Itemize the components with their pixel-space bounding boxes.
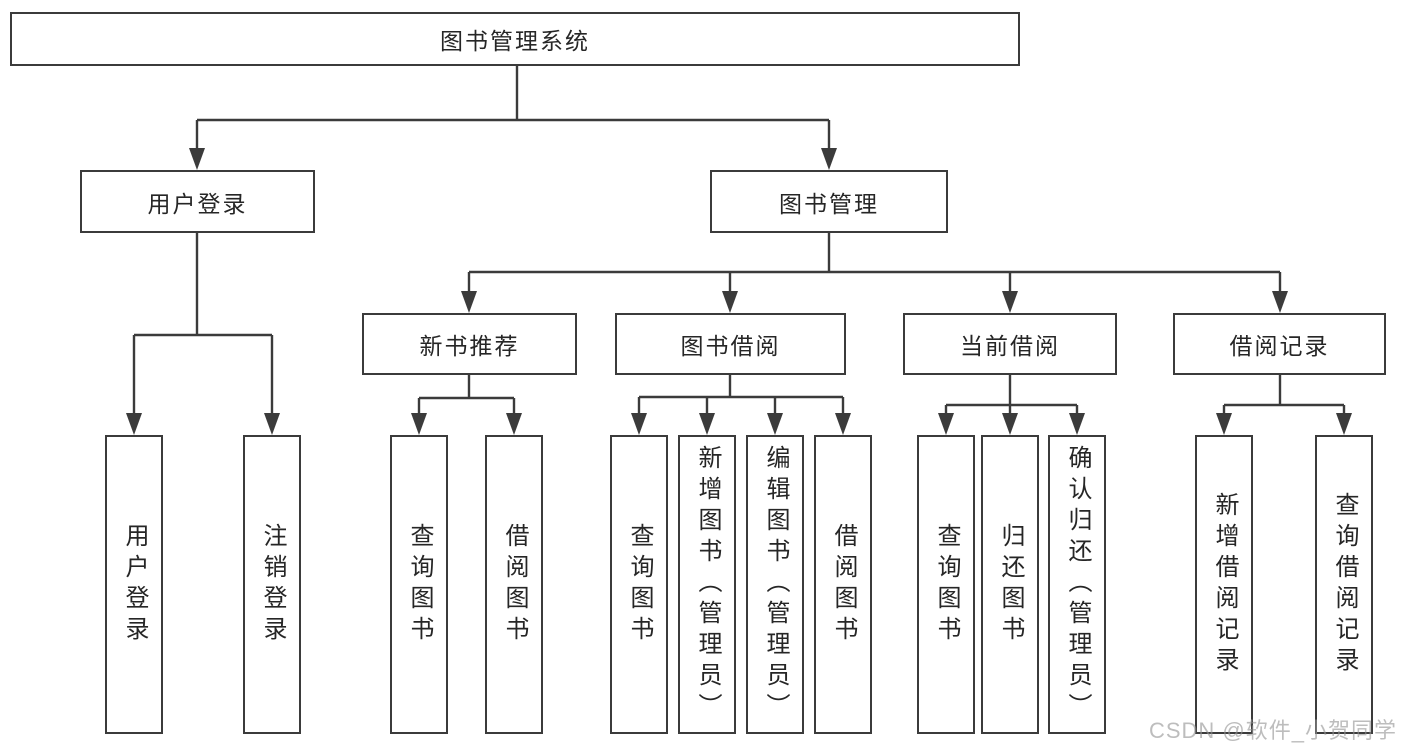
leaf-label: 查询图书 [406, 522, 433, 647]
leaf-current-query-books: 查询图书 [917, 435, 975, 734]
leaf-borrowing-edit-books-admin: 编辑图书（管理员） [746, 435, 804, 734]
leaf-label: 新增图书（管理员） [694, 445, 721, 724]
leaf-user-login: 用户登录 [105, 435, 163, 734]
leaf-records-query-record: 查询借阅记录 [1315, 435, 1373, 734]
leaf-label: 归还图书 [997, 522, 1024, 647]
node-user-login: 用户登录 [80, 170, 315, 233]
leaf-recommend-query-books: 查询图书 [390, 435, 448, 734]
leaf-current-return-books: 归还图书 [981, 435, 1039, 734]
node-book-borrowing: 图书借阅 [615, 313, 846, 375]
leaf-label: 用户登录 [121, 522, 148, 647]
leaf-label: 编辑图书（管理员） [762, 445, 789, 724]
leaf-current-confirm-return-admin: 确认归还（管理员） [1048, 435, 1106, 734]
leaf-label: 注销登录 [259, 522, 286, 647]
leaf-label: 查询图书 [626, 522, 653, 647]
leaf-records-add-record: 新增借阅记录 [1195, 435, 1253, 734]
node-borrowing-records: 借阅记录 [1173, 313, 1386, 375]
csdn-watermark: CSDN @软件_小贺同学 [1148, 718, 1397, 743]
leaf-borrowing-add-books-admin: 新增图书（管理员） [678, 435, 736, 734]
leaf-label: 确认归还（管理员） [1064, 445, 1091, 724]
leaf-logout: 注销登录 [243, 435, 301, 734]
leaf-label: 查询借阅记录 [1331, 491, 1358, 678]
leaf-label: 借阅图书 [501, 522, 528, 647]
leaf-label: 查询图书 [933, 522, 960, 647]
leaf-label: 新增借阅记录 [1211, 491, 1238, 678]
node-current-borrowing: 当前借阅 [903, 313, 1117, 375]
leaf-borrowing-borrow-books: 借阅图书 [814, 435, 872, 734]
node-library-system: 图书管理系统 [10, 12, 1020, 66]
node-new-book-recommendation: 新书推荐 [362, 313, 577, 375]
node-book-management: 图书管理 [710, 170, 948, 233]
leaf-recommend-borrow-books: 借阅图书 [485, 435, 543, 734]
leaf-label: 借阅图书 [830, 522, 857, 647]
leaf-borrowing-query-books: 查询图书 [610, 435, 668, 734]
